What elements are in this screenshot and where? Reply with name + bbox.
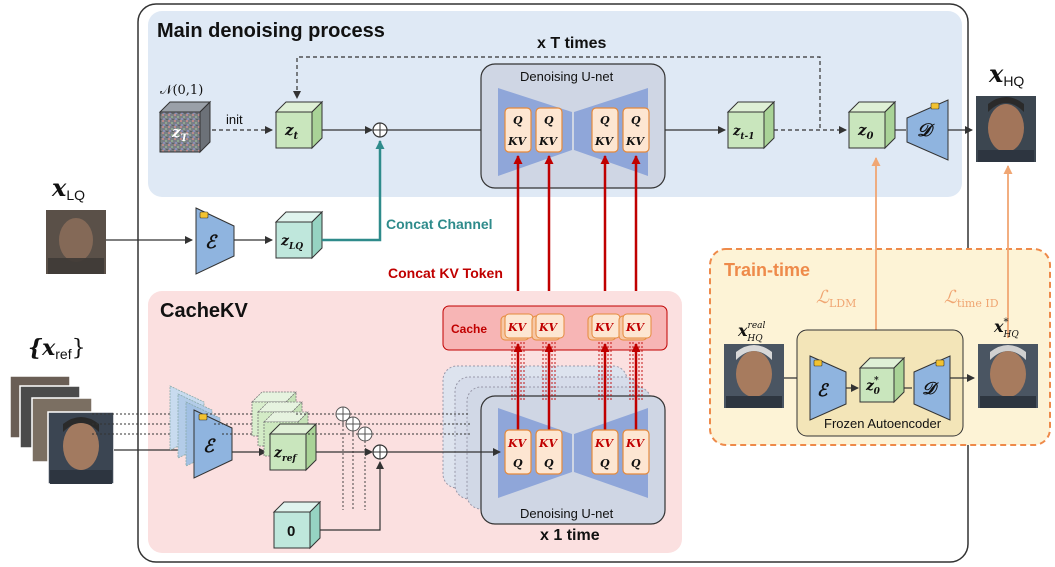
kv-cache-arrows — [513, 343, 641, 440]
cube-z-t: zt — [274, 100, 324, 150]
concat-channel-label: Concat Channel — [386, 216, 493, 232]
face-star-image — [978, 344, 1038, 408]
svg-text:Q: Q — [513, 457, 523, 470]
kv-token-arrows — [513, 155, 641, 310]
concat-channel-arrow — [322, 140, 385, 242]
cube-z-T: zT — [158, 100, 212, 154]
loss-ldm-label: ℒLDM — [816, 287, 856, 310]
svg-text:z*0: z*0 — [865, 376, 881, 397]
once-label: x 1 time — [540, 527, 600, 544]
token-bottom-2: KV Q — [535, 429, 563, 475]
face-real-image — [724, 344, 784, 408]
svg-text:z0: z0 — [857, 121, 874, 142]
unet-top-label: Denoising U-net — [520, 69, 614, 84]
svg-text:ℰ: ℰ — [817, 381, 830, 401]
token-top-4: Q KV — [622, 107, 650, 153]
face-lq-image — [46, 210, 106, 274]
svg-text:KV: KV — [594, 135, 615, 148]
loop-label: x T times — [537, 35, 606, 52]
token-bottom-1: KV Q — [504, 429, 532, 475]
cube-z0-star: z*0 — [858, 356, 906, 404]
token-bottom-4: KV Q — [622, 429, 650, 475]
cube-z-t-1: zt-1 — [726, 100, 776, 150]
svg-text:KV: KV — [538, 437, 559, 450]
cache-token-3: KV — [587, 313, 621, 341]
svg-text:Q: Q — [513, 114, 523, 127]
cube-z-0: z0 — [847, 100, 897, 150]
train-title: Train-time — [724, 260, 810, 280]
svg-text:0: 0 — [287, 523, 295, 540]
svg-text:zT: zT — [171, 123, 190, 144]
svg-text:KV: KV — [594, 321, 615, 334]
svg-text:KV: KV — [538, 321, 559, 334]
svg-text:KV: KV — [507, 321, 528, 334]
init-label: init — [226, 112, 243, 127]
svg-text:KV: KV — [625, 321, 646, 334]
decoder-train: 𝒟 — [913, 355, 951, 421]
cube-z-ref-stack: zref — [251, 391, 318, 472]
cachekv-title: CacheKV — [160, 300, 248, 322]
unet-bottom-label: Denoising U-net — [520, 506, 614, 521]
svg-text:KV: KV — [538, 135, 559, 148]
svg-text:𝒟: 𝒟 — [917, 120, 935, 141]
cache-token-2: KV — [531, 313, 565, 341]
x-lq-label: 𝒙LQ — [51, 173, 85, 203]
cache-token-1: KV — [500, 313, 534, 341]
loop-arrow — [293, 56, 821, 128]
main-title: Main denoising process — [157, 20, 385, 42]
svg-text:zref: zref — [273, 445, 298, 464]
svg-text:ℰ: ℰ — [203, 436, 216, 457]
decoder-top: 𝒟 — [906, 99, 949, 161]
concat-plus-top — [372, 122, 388, 138]
token-top-2: Q KV — [535, 107, 563, 153]
concat-kv-label: Concat KV Token — [388, 265, 503, 281]
encoder-train: ℰ — [809, 355, 847, 421]
svg-text:Q: Q — [544, 457, 554, 470]
x-ref-label: {𝒙ref} — [28, 335, 86, 362]
x-hq-label: 𝒙HQ — [988, 59, 1024, 89]
svg-text:Q: Q — [631, 457, 641, 470]
svg-text:zt-1: zt-1 — [732, 124, 755, 142]
loss-id-label: ℒtime ID — [944, 287, 999, 310]
svg-text:Q: Q — [544, 114, 554, 127]
svg-text:Q: Q — [600, 114, 610, 127]
token-top-3: Q KV — [591, 107, 619, 153]
cube-zero: 0 — [272, 500, 322, 550]
ref-dotted-lines — [92, 413, 184, 435]
face-hq-image — [976, 96, 1036, 162]
face-ref-stack — [9, 375, 115, 485]
svg-text:KV: KV — [507, 437, 528, 450]
token-top-1: Q KV — [504, 107, 532, 153]
svg-text:KV: KV — [625, 437, 646, 450]
enc-ref-dotted — [206, 413, 264, 435]
svg-text:KV: KV — [625, 135, 646, 148]
svg-text:KV: KV — [594, 437, 615, 450]
svg-text:𝒟: 𝒟 — [922, 379, 939, 399]
cache-label: Cache — [451, 322, 487, 336]
zref-dotted-lines — [296, 413, 470, 510]
x-star-label: 𝒙*HQ — [993, 317, 1019, 340]
svg-text:Q: Q — [631, 114, 641, 127]
zero-to-plus — [320, 461, 384, 531]
encoder-ref-stack: ℰ — [169, 385, 233, 479]
encoder-lq: ℰ — [195, 207, 235, 275]
svg-text:zLQ: zLQ — [280, 233, 303, 252]
svg-text:KV: KV — [507, 135, 528, 148]
token-bottom-3: KV Q — [591, 429, 619, 475]
svg-text:Q: Q — [600, 457, 610, 470]
frozen-label: Frozen Autoencoder — [824, 416, 942, 431]
cube-z-lq: zLQ — [274, 210, 324, 260]
svg-text:ℰ: ℰ — [205, 232, 218, 253]
svg-text:zt: zt — [284, 121, 299, 142]
plus-circle-stack — [335, 406, 373, 442]
noise-dist: 𝒩(0,1) — [160, 83, 203, 98]
cache-token-4: KV — [618, 313, 652, 341]
concat-plus-bottom — [372, 444, 388, 460]
